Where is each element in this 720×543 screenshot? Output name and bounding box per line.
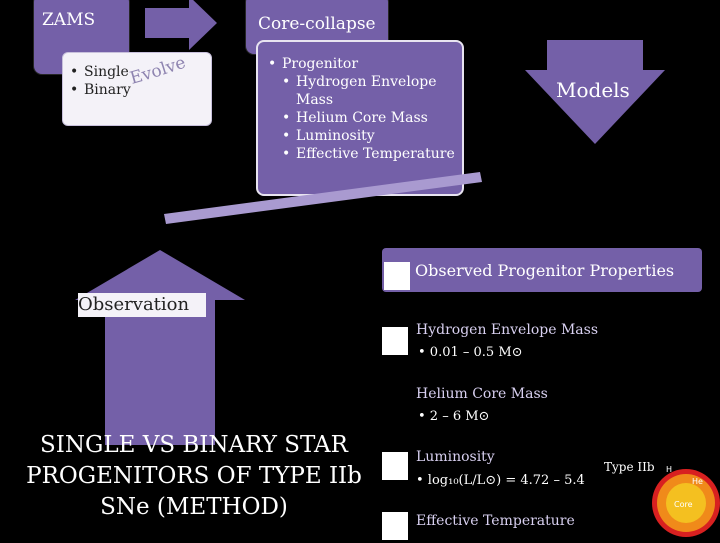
star-he-label: He [692,477,703,486]
progenitor-item-h-envelope: Hydrogen Envelope Mass [282,73,456,109]
property-title-temperature: Effective Temperature [416,513,575,529]
observation-arrow [75,250,245,445]
star-core [666,483,706,523]
models-label: Models [556,78,630,102]
zams-bullet-single: Single [70,63,131,81]
zams-bullet-list: Single Binary [70,63,131,99]
star-core-label: Core [674,500,693,509]
star-caption: Type IIb [604,460,655,474]
property-value-h-envelope: • 0.01 – 0.5 M⊙ [418,345,523,360]
zams-bullet-binary: Binary [70,81,131,99]
core-collapse-title: Core-collapse [258,14,376,34]
progenitor-header: Progenitor [268,55,456,73]
progenitor-item-temperature: Effective Temperature [282,145,456,163]
progenitor-list: Progenitor Hydrogen Envelope Mass Helium… [268,55,456,163]
property-square-4 [382,512,408,540]
property-value-luminosity: • log₁₀(L/L⊙) = 4.72 – 5.4 [416,473,585,488]
progenitor-item-luminosity: Luminosity [282,127,456,145]
property-title-he-core: Helium Core Mass [416,386,548,402]
property-square-1 [382,327,408,355]
observed-label: Observed Progenitor Properties [415,261,675,280]
property-square-3 [382,452,408,480]
star-diagram: H He Core [652,465,720,537]
models-arrow [525,40,665,144]
progenitor-item-he-core: Helium Core Mass [282,109,456,127]
property-value-he-core: • 2 – 6 M⊙ [418,409,490,424]
star-h-label: H [666,465,672,474]
evolve-curved-label: Evolve [128,53,188,89]
observation-label-box [78,293,206,317]
observation-label: Observation [78,294,190,315]
zams-title: ZAMS [42,10,96,30]
property-title-luminosity: Luminosity [416,449,495,465]
evolve-arrow [145,0,217,50]
observed-square [384,262,410,290]
property-title-h-envelope: Hydrogen Envelope Mass [416,322,598,338]
observed-banner [382,248,702,292]
slide-title: SINGLE VS BINARY STAR PROGENITORS OF TYP… [26,432,362,520]
